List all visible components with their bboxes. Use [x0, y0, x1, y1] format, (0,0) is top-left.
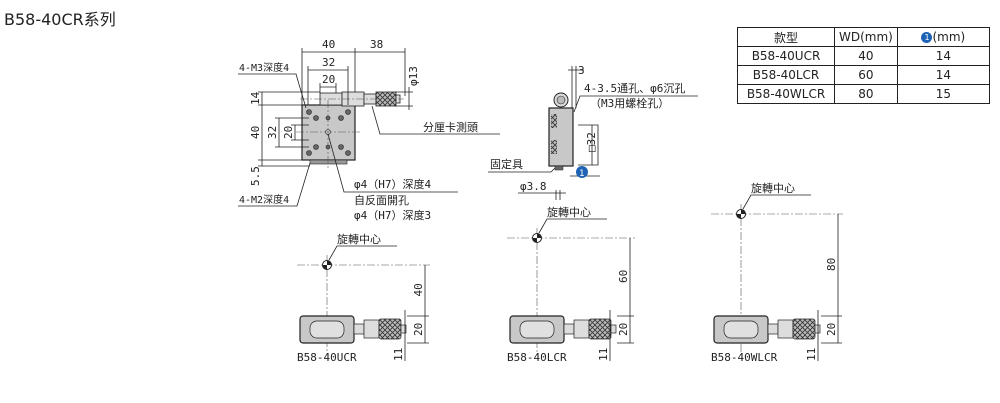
label-m3-depth: 4-M3深度4: [239, 61, 289, 74]
micrometer-ratchet: [610, 324, 617, 334]
micrometer-sleeve: [573, 319, 590, 339]
side-knurl-bottom: [551, 140, 557, 154]
rotation-center-fill: [736, 209, 746, 219]
label-rotation-center: 旋轉中心: [337, 232, 381, 246]
leader-line: [328, 245, 397, 261]
side-knurl-top: [551, 114, 557, 128]
dim-20: 20: [412, 323, 425, 336]
cell: 15: [896, 84, 990, 104]
dim-phi3-8: φ3.8: [520, 180, 547, 193]
dim-32-vertical: 32: [266, 126, 279, 139]
header-badge-unit: (mm): [932, 30, 966, 44]
model-label: B58-40LCR: [507, 351, 567, 364]
micrometer-thimble: [588, 318, 612, 340]
dim-14: 14: [249, 91, 262, 105]
stage-window: [309, 320, 345, 339]
micrometer-neck: [353, 323, 365, 335]
dim-20-vertical: 20: [282, 126, 295, 139]
label-fixture: 固定具: [490, 157, 523, 171]
front-view-lcr: 旋轉中心 60 20 11 B58-40LCR: [507, 205, 635, 364]
cell: 14: [896, 65, 990, 85]
dimension-lines: [817, 214, 842, 361]
front-view-ucr: 旋轉中心 40 20 11 B58-40UCR: [297, 232, 430, 364]
dim-5-5: 5.5: [249, 166, 262, 186]
dimension-lines: [609, 238, 634, 361]
label-micrometer-head: 分厘卡測頭: [423, 120, 478, 134]
dim-wd: 40: [412, 283, 425, 296]
cell: 60: [834, 65, 898, 85]
label-m2-depth: 4-M2深度4: [239, 193, 289, 206]
dimension-lines: [404, 265, 429, 361]
top-view: 40 38 32 20 φ13 14 40 32 20 5.5 4-M3深度4 …: [238, 38, 500, 222]
badge-1-label: 1: [579, 169, 584, 179]
cell: B58-40WLCR: [737, 84, 835, 104]
dim-wd: 80: [825, 258, 838, 271]
micrometer-ratchet: [400, 324, 407, 334]
micrometer-thimble: [792, 318, 816, 340]
note-phi4-depth3: φ4（H7）深度3: [354, 208, 431, 222]
micrometer-sleeve: [777, 319, 794, 339]
side-view: 3 4-3.5通孔、φ6沉孔 （M3用螺栓孔） □32 固定具 φ3.8 1: [488, 64, 698, 200]
dim-20: 20: [825, 323, 838, 336]
dim-wd: 60: [617, 270, 630, 283]
rotation-center-fill: [322, 260, 332, 270]
dim-38: 38: [370, 38, 383, 51]
fixture-pin: [554, 165, 564, 171]
stage-window: [519, 320, 555, 339]
micrometer-neck: [563, 323, 575, 335]
note-phi4-depth4: φ4（H7）深度4: [354, 177, 431, 191]
model-label: B58-40UCR: [297, 351, 357, 364]
dim-11: 11: [597, 348, 610, 361]
dim-32: 32: [322, 56, 335, 69]
table-header-row: 款型 WD(mm) 1(mm): [737, 27, 990, 47]
stage-base: [309, 159, 348, 165]
label-rotation-center: 旋轉中心: [547, 205, 591, 219]
badge-1-icon: 1: [921, 32, 933, 43]
dim-square-32: □32: [585, 132, 598, 152]
front-view-wlcr: 旋轉中心 80 20 11 B58-40WLCR: [711, 181, 843, 364]
header-wd: WD(mm): [834, 27, 898, 47]
badge-1-icon: [576, 166, 588, 178]
micrometer-sleeve: [363, 319, 380, 339]
dim-3: 3: [578, 64, 585, 77]
note-through-hole: 4-3.5通孔、φ6沉孔: [584, 82, 685, 95]
micrometer-neck: [767, 323, 779, 335]
screw-holes: [306, 109, 351, 156]
dim-40: 40: [322, 38, 335, 51]
stage-window: [723, 320, 759, 339]
cell: B58-40UCR: [737, 46, 835, 66]
label-rotation-center: 旋轉中心: [751, 181, 795, 195]
leader-line: [538, 218, 607, 234]
dim-phi13: φ13: [407, 66, 420, 86]
model-label: B58-40WLCR: [711, 351, 778, 364]
dim-40-vertical: 40: [249, 126, 262, 139]
cell: B58-40LCR: [737, 65, 835, 85]
note-m3-bolt: （M3用螺栓孔）: [590, 96, 669, 110]
dim-20: 20: [617, 323, 630, 336]
micrometer-ratchet: [814, 324, 821, 334]
page-title: B58-40CR系列: [4, 10, 116, 29]
rotation-center-fill: [532, 233, 542, 243]
dim-11: 11: [805, 348, 818, 361]
leader-line: [742, 194, 811, 210]
dim-20: 20: [322, 73, 335, 86]
dim-11: 11: [392, 348, 405, 361]
micrometer-thimble: [378, 318, 402, 340]
note-back-hole: 自反面開孔: [354, 194, 409, 207]
micrometer-end-inner: [556, 95, 566, 105]
